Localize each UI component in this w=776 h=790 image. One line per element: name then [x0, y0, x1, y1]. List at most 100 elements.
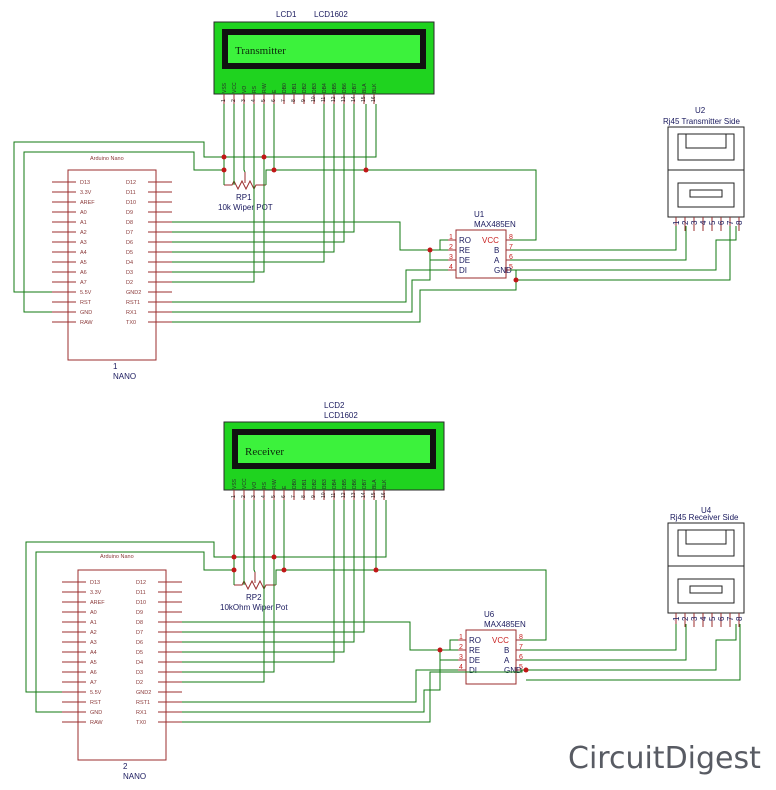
lcd1-pin-number: 8	[291, 99, 297, 102]
lcd2-pin-label: DB5	[342, 479, 348, 489]
lcd1-pin-label: VO	[242, 86, 248, 93]
lcd2-pin-number: 3	[251, 495, 257, 498]
nano1-right-pin-label: D8	[126, 220, 133, 226]
lcd1-pin-label: DB7	[352, 83, 358, 93]
lcd2-ref: LCD2	[324, 401, 345, 410]
lcd2-pin-number: 16	[381, 492, 387, 498]
rj2-pin-number: 2	[681, 616, 690, 621]
lcd1-pin-number: 6	[271, 99, 277, 102]
lcd1-pin-number: 1	[221, 99, 227, 102]
nano2-right-pin-label: D12	[136, 580, 146, 586]
nano1-left-pin-label: RAW	[80, 320, 93, 326]
u6-model: MAX485EN	[484, 620, 526, 629]
nano2-left-pin-label: D13	[90, 580, 100, 586]
lcd1-pin-number: 10	[311, 96, 317, 102]
nano1-ref: 1	[113, 362, 118, 371]
nano2-left-pin-label: A1	[90, 620, 97, 626]
u6-body	[465, 629, 517, 685]
u1-left-pin-label: RE	[459, 246, 470, 255]
nano1-right-pin-label: RX1	[126, 310, 137, 316]
rj1-pin-number: 8	[735, 220, 744, 225]
u6-left-pin-label: DE	[469, 656, 480, 665]
lcd2-pin-number: 6	[281, 495, 287, 498]
lcd2-pin-number: 1	[231, 495, 237, 498]
rj2-slot	[689, 585, 723, 594]
lcd1-pin-label: DB3	[312, 83, 318, 93]
lcd1-pin-label: DB4	[322, 83, 328, 93]
lcd2-pin-label: DB4	[332, 479, 338, 489]
lcd1-pin-number: 14	[351, 96, 357, 102]
rp1-zigzag	[224, 179, 266, 191]
nano1-left-pin-label: 3.3V	[80, 190, 92, 196]
nano2-right-pin-label: D2	[136, 680, 143, 686]
u1-right-pin-number: 8	[509, 234, 513, 241]
nano2-right-pin-label: D7	[136, 630, 143, 636]
lcd2: LCD2 LCD1602 Receiver VSS1VCC2VO3RS4R/W5…	[223, 401, 445, 500]
nano2-right-pin-label: D3	[136, 670, 143, 676]
nano2: Arduino Nano D133.3VAREFA0A1A2A3A4A5A6A7…	[62, 554, 182, 781]
nano1-right-pin-label: D2	[126, 280, 133, 286]
lcd2-pin-number: 14	[361, 492, 367, 498]
lcd1: LCD1 LCD1602 Transmitter VSS1VCC2VO3RS4R…	[213, 10, 435, 104]
nano2-right-pin-label: D11	[136, 590, 146, 596]
lcd2-pin-label: DB3	[322, 479, 328, 489]
receiver-circuit: LCD2 LCD1602 Receiver VSS1VCC2VO3RS4R/W5…	[25, 401, 745, 781]
rj1-pin-number: 3	[690, 220, 699, 225]
nano2-right-pin-label: RX1	[136, 710, 147, 716]
nano2-right-pin-label: D4	[136, 660, 143, 666]
nano2-left-pin-label: A5	[90, 660, 97, 666]
nano2-left-pin-label: RST	[90, 700, 102, 706]
nano2-left-pin-label: 3.3V	[90, 590, 102, 596]
u6-left-pin-label: RE	[469, 646, 480, 655]
nano1-left-pin-label: A1	[80, 220, 87, 226]
transmitter-wires	[13, 104, 737, 323]
u1-model: MAX485EN	[474, 220, 516, 229]
rj1-pin-number: 1	[672, 220, 681, 225]
lcd2-pin-label: DB0	[292, 479, 298, 489]
u6-left-pin-label: RO	[469, 636, 481, 645]
lcd1-pin-label: DB1	[292, 83, 298, 93]
nano2-right-pin-label: D10	[136, 600, 146, 606]
lcd1-pin-label: E	[272, 89, 278, 93]
u1-left-pin-label: RO	[459, 236, 471, 245]
rj2-desc: Rj45 Receiver Side	[670, 513, 739, 522]
lcd2-pin-label: R/W	[272, 479, 278, 489]
nano2-left-pin-label: A7	[90, 680, 97, 686]
lcd2-pin-number: 7	[291, 495, 297, 498]
nano2-left-pin-label: A3	[90, 640, 97, 646]
u6-right-pin-number: 6	[519, 654, 523, 661]
lcd2-pin-number: 9	[311, 495, 317, 498]
lcd2-pin-number: 13	[351, 492, 357, 498]
u1-right-pin-number: 5	[509, 264, 513, 271]
circuitdigest-logo: CircuitDigest	[568, 741, 761, 776]
receiver-wires	[25, 500, 741, 723]
lcd2-pin-label: RS	[262, 481, 268, 489]
nano1-right-pin-label: D5	[126, 250, 133, 256]
rj2-pin-number: 1	[672, 616, 681, 621]
lcd1-pin-label: R/W	[262, 83, 268, 93]
nano1-right-pin-label: D11	[126, 190, 136, 196]
lcd1-ref: LCD1	[276, 10, 297, 19]
rp2: RP2 10kOhm Wiper Pot	[220, 572, 288, 612]
rj2-pin-number: 3	[690, 616, 699, 621]
rj1-pin-number: 4	[699, 220, 708, 225]
lcd1-pin-label: DB5	[332, 83, 338, 93]
rj1-desc: Rj45 Transmitter Side	[663, 117, 740, 126]
nano1: Arduino Nano D133.3VAREFA0A1A2A3A4A5A6A7…	[52, 156, 172, 381]
nano2-left-pin-label: A2	[90, 630, 97, 636]
lcd2-pin-number: 5	[271, 495, 277, 498]
nano1-body	[67, 169, 157, 361]
u1-right-pin-number: 7	[509, 244, 513, 251]
u1-left-pin-label: DE	[459, 256, 470, 265]
nano2-pins: D133.3VAREFA0A1A2A3A4A5A6A75.5VRSTGNDRAW…	[62, 580, 182, 726]
nano2-left-pin-label: A0	[90, 610, 97, 616]
lcd2-pin-label: E	[282, 485, 288, 489]
nano2-right-pin-label: GND2	[136, 690, 151, 696]
rj2-pin-number: 7	[726, 616, 735, 621]
lcd2-pins: VSS1VCC2VO3RS4R/W5E6DB07DB18DB29DB310DB4…	[231, 478, 388, 500]
u6-left-pin-number: 1	[459, 634, 463, 641]
